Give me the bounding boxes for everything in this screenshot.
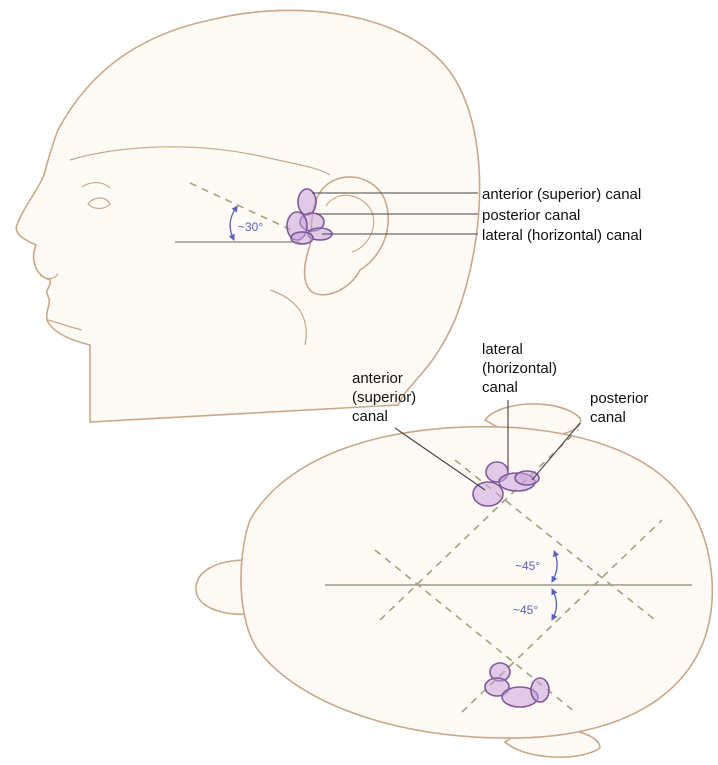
top-skull-outline bbox=[241, 427, 712, 738]
svg-text:canal: canal bbox=[590, 409, 626, 426]
head-profile-outline bbox=[16, 10, 479, 422]
svg-text:canal: canal bbox=[482, 379, 518, 396]
label-top-posterior: posterior canal bbox=[590, 390, 648, 426]
angle-label-45-upper: ~45° bbox=[515, 559, 540, 573]
svg-text:(horizontal): (horizontal) bbox=[482, 360, 557, 377]
label-lateral-canal: lateral (horizontal) canal bbox=[482, 227, 642, 244]
label-anterior-canal: anterior (superior) canal bbox=[482, 186, 641, 203]
svg-text:posterior: posterior bbox=[590, 390, 648, 407]
svg-text:canal: canal bbox=[352, 408, 388, 425]
angle-label-45-lower: ~45° bbox=[513, 603, 538, 617]
svg-text:(superior): (superior) bbox=[352, 389, 416, 406]
svg-text:lateral: lateral bbox=[482, 341, 523, 358]
angle-label-30: ~30° bbox=[238, 220, 263, 234]
label-posterior-canal: posterior canal bbox=[482, 207, 580, 224]
label-top-lateral: lateral (horizontal) canal bbox=[482, 341, 557, 396]
svg-text:anterior: anterior bbox=[352, 370, 403, 387]
